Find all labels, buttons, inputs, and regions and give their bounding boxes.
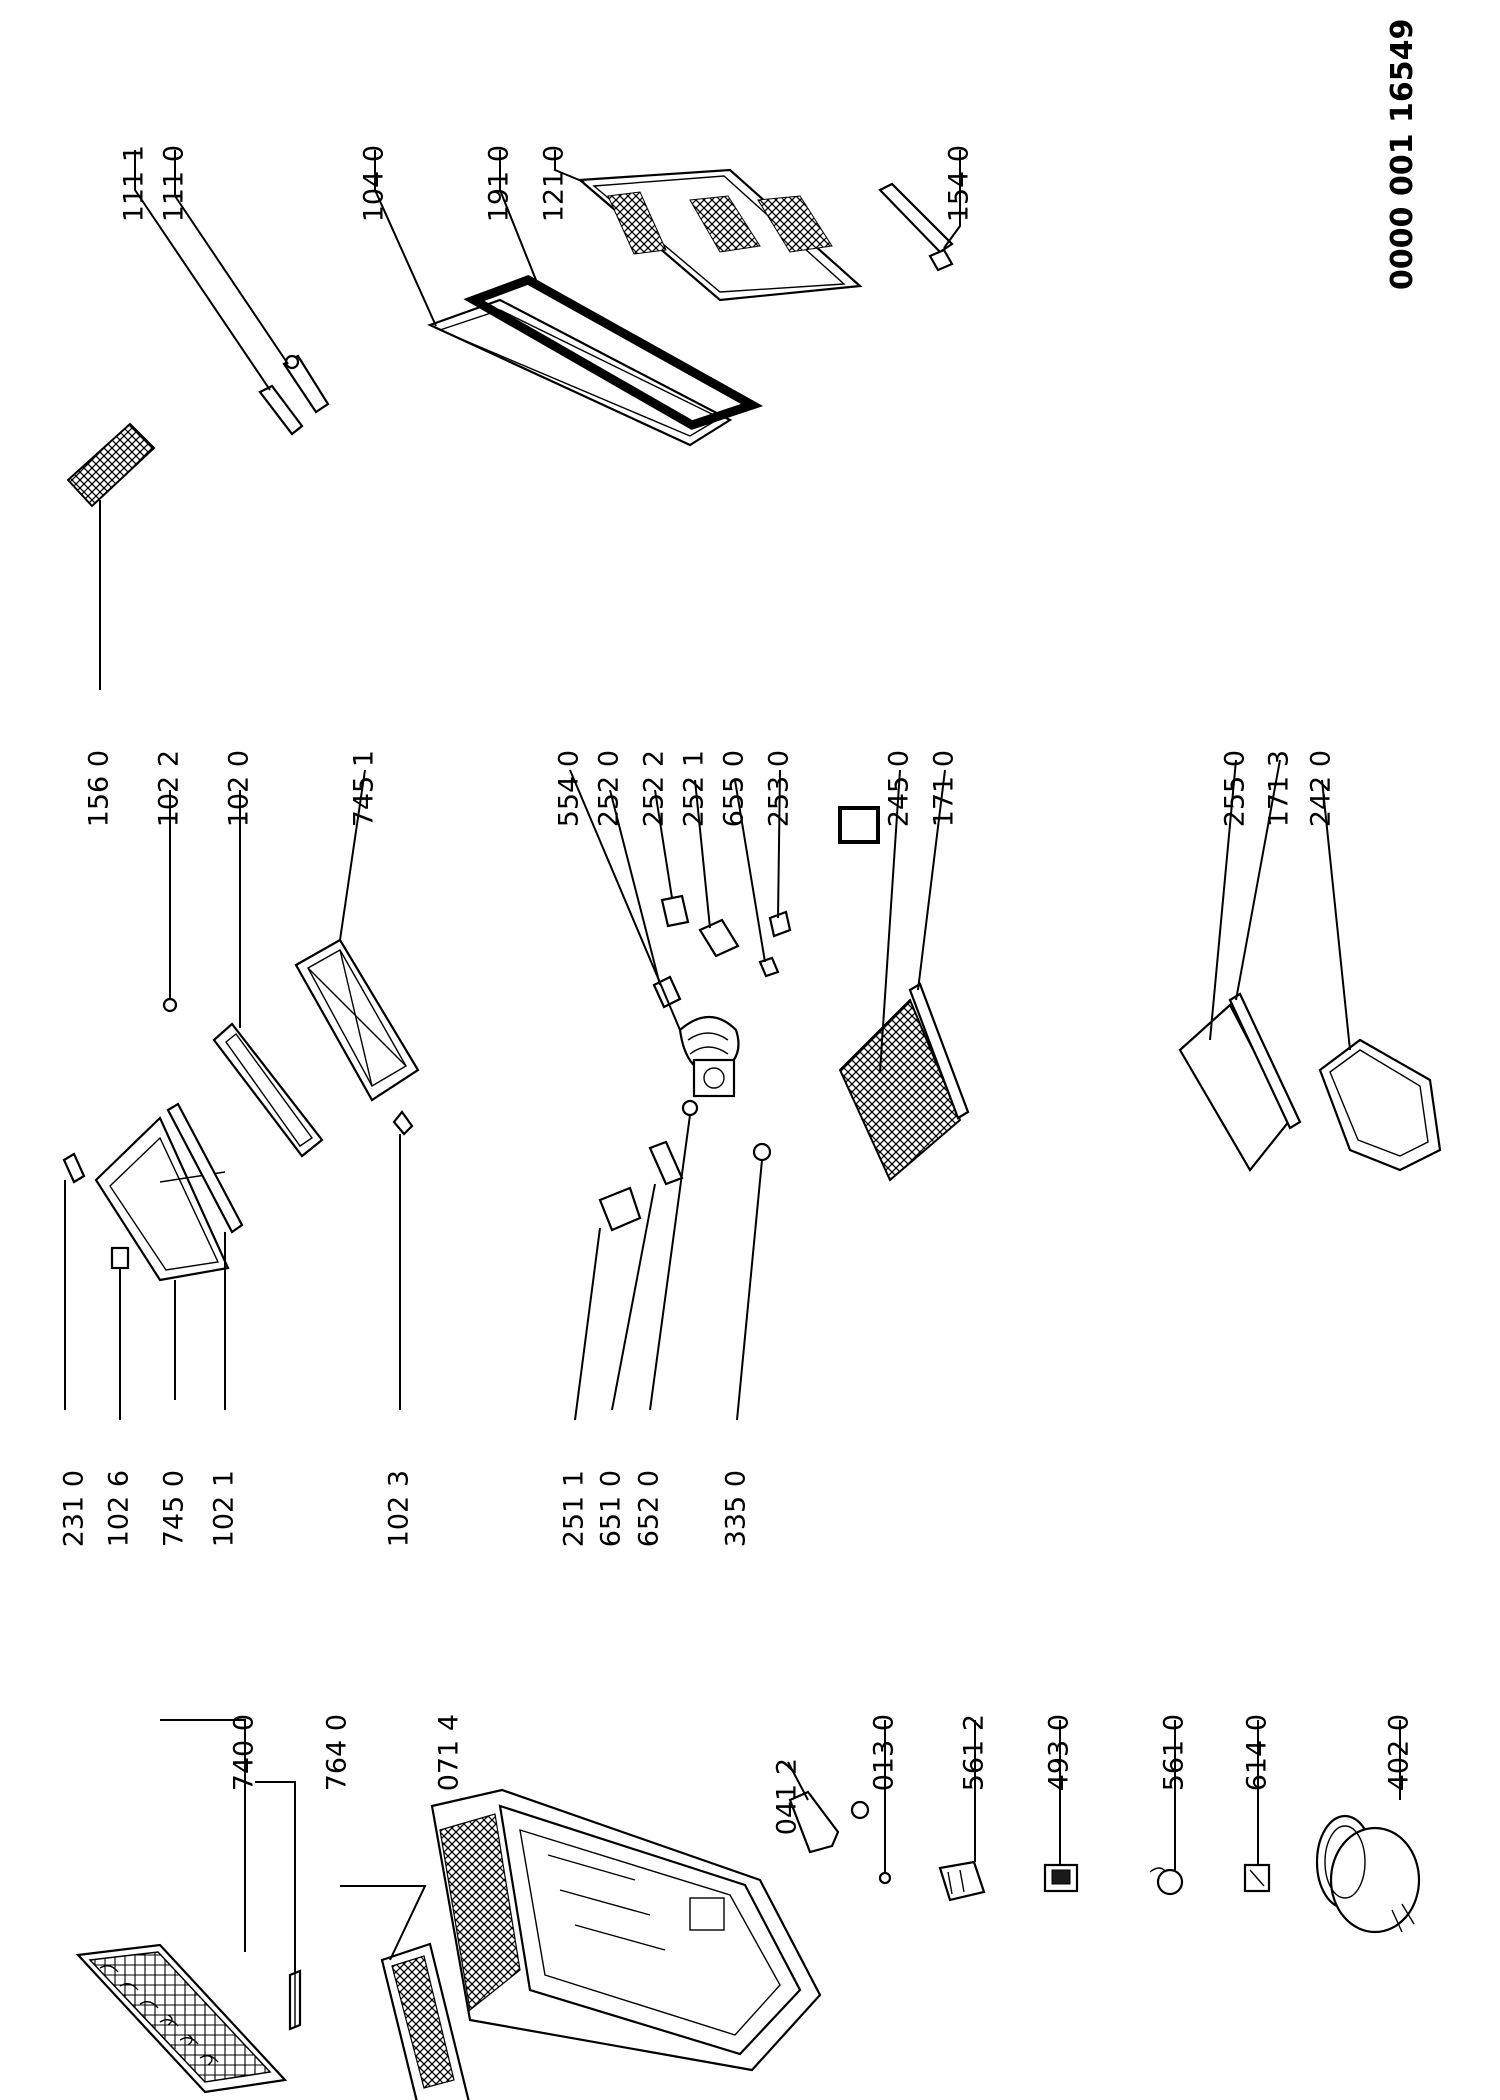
part-label-740-0: 740 0 <box>229 1714 260 1791</box>
screw <box>878 1871 892 1885</box>
document-number: 0000 001 16549 <box>1385 19 1420 290</box>
cabinet-body <box>430 1788 822 2072</box>
part-label-255-0: 255 0 <box>1220 750 1251 827</box>
pin <box>162 997 178 1013</box>
part-label-764-0: 764 0 <box>322 1714 353 1791</box>
part-label-561-0: 561 0 <box>1159 1714 1190 1791</box>
freezer-shelf <box>294 938 420 1102</box>
part-label-245-0: 245 0 <box>884 750 915 827</box>
drip-tray <box>212 1022 324 1158</box>
cover-clip <box>110 1246 130 1270</box>
evaporator-coil <box>75 1943 288 2094</box>
part-label-071-4: 071 4 <box>434 1714 465 1791</box>
door-gasket <box>463 275 764 430</box>
part-label-104-0: 104 0 <box>359 145 390 222</box>
hinge <box>788 1790 870 1854</box>
leader-lines <box>64 150 1401 1973</box>
crisper-drawer <box>1318 1038 1442 1172</box>
part-label-102-6: 102 6 <box>104 1470 135 1547</box>
freezer-flap <box>94 1116 230 1282</box>
shelf-clip <box>392 1110 414 1136</box>
part-label-253-0: 253 0 <box>764 750 795 827</box>
part-label-652-0: 652 0 <box>634 1470 665 1547</box>
door-support <box>380 1942 470 2100</box>
part-label-561-2: 561 2 <box>959 1714 990 1791</box>
relay <box>1243 1863 1271 1893</box>
part-label-154-0: 154 0 <box>944 145 975 222</box>
part-label-745-1: 745 1 <box>349 750 380 827</box>
part-label-252-1: 252 1 <box>679 750 710 827</box>
door-liner <box>577 168 863 302</box>
part-label-554-0: 554 0 <box>554 750 585 827</box>
switch-block <box>1043 1863 1079 1893</box>
door-shelf-bar <box>878 182 954 272</box>
ice-tray <box>66 422 156 508</box>
part-label-252-0: 252 0 <box>594 750 625 827</box>
capillary-tube <box>288 1969 302 2031</box>
part-label-041-2: 041 2 <box>772 1758 803 1835</box>
part-label-493-0: 493 0 <box>1044 1714 1075 1791</box>
drip-tray-clip <box>62 1152 86 1184</box>
part-label-335-0: 335 0 <box>721 1470 752 1547</box>
thermostat-assembly <box>598 894 792 1232</box>
part-label-191-0: 191 0 <box>484 145 515 222</box>
part-label-013-0: 013 0 <box>869 1714 900 1791</box>
part-label-251-1: 251 1 <box>559 1470 590 1547</box>
part-number-labels: 740 0 764 0 071 4 041 2 013 0 561 2 493 0 561 0… <box>59 145 1415 1835</box>
glass-shelf <box>838 998 962 1182</box>
part-label-102-2: 102 2 <box>154 750 185 827</box>
part-label-111-0: 111 0 <box>159 145 190 222</box>
part-label-171-0: 171 0 <box>929 750 960 827</box>
part-label-242-0: 242 0 <box>1306 750 1337 827</box>
part-label-231-0: 231 0 <box>59 1470 90 1547</box>
door-handle <box>258 354 330 436</box>
part-label-121-0: 121 0 <box>539 145 570 222</box>
part-label-655-0: 655 0 <box>719 750 750 827</box>
part-label-102-0: 102 0 <box>224 750 255 827</box>
shelf-trim <box>908 982 970 1120</box>
flap-rail <box>166 1102 244 1234</box>
part-label-402-0: 402 0 <box>1384 1714 1415 1791</box>
part-label-102-3: 102 3 <box>384 1470 415 1547</box>
part-label-614-0: 614 0 <box>1242 1714 1273 1791</box>
compressor <box>1315 1814 1421 1934</box>
thermostat-bracket <box>938 1860 986 1902</box>
part-label-111-1: 111 1 <box>119 145 150 222</box>
lamp-holder <box>1149 1867 1184 1896</box>
part-label-651-0: 651 0 <box>596 1470 627 1547</box>
part-label-171-3: 171 3 <box>1264 750 1295 827</box>
part-label-102-1: 102 1 <box>209 1470 240 1547</box>
part-label-745-0: 745 0 <box>159 1470 190 1547</box>
part-label-156-0: 156 0 <box>84 750 115 827</box>
square-marker <box>838 806 880 844</box>
part-label-252-2: 252 2 <box>639 750 670 827</box>
